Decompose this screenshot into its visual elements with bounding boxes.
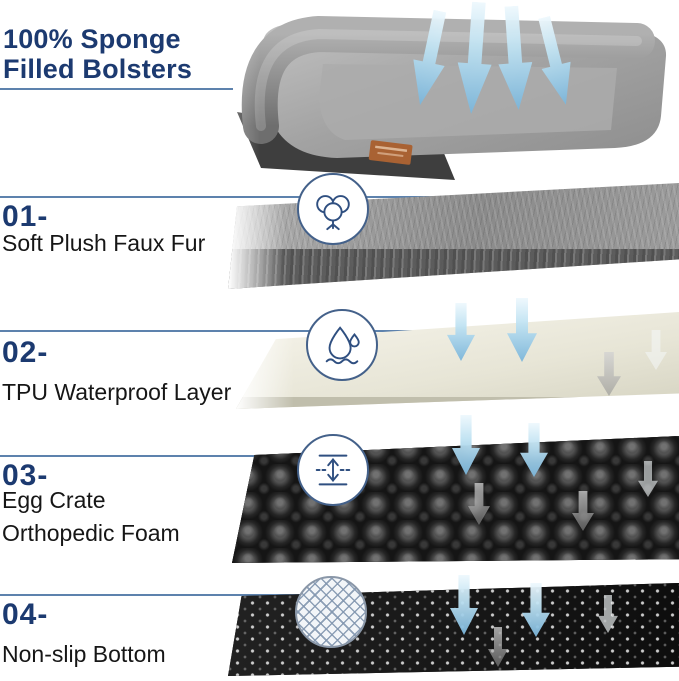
photo-fade	[228, 183, 286, 289]
section-label: Non-slip Bottom	[2, 641, 166, 667]
cotton-icon-badge	[297, 173, 369, 245]
section-label: Egg Crate	[2, 487, 106, 513]
brand-tag	[368, 140, 413, 165]
section-label: Soft Plush Faux Fur	[2, 230, 206, 256]
section-label: TPU Waterproof Layer	[2, 379, 232, 405]
faux-fur-photo	[228, 183, 679, 289]
fur-fringe	[228, 248, 679, 289]
section-number: 03-	[2, 459, 49, 492]
photo-fade	[236, 312, 294, 409]
tpu-sheet-edge	[236, 397, 679, 409]
photo-fade	[165, 0, 260, 180]
diamond-texture-icon	[295, 576, 367, 648]
cotton-icon	[316, 195, 350, 231]
waterproof-icon-badge	[306, 309, 378, 381]
waterproof-drop-icon	[325, 326, 360, 365]
header-underline	[0, 88, 233, 90]
header-title-line2: Filled Bolsters	[3, 54, 193, 84]
section-label-line2: Orthopedic Foam	[2, 520, 180, 546]
foam-rebound-icon-badge	[297, 434, 369, 506]
section-number: 04-	[2, 598, 49, 631]
section-number: 01-	[2, 200, 49, 233]
header-title-line1: 100% Sponge	[3, 24, 181, 54]
foam-rebound-icon	[315, 454, 351, 486]
section-number: 02-	[2, 336, 49, 369]
